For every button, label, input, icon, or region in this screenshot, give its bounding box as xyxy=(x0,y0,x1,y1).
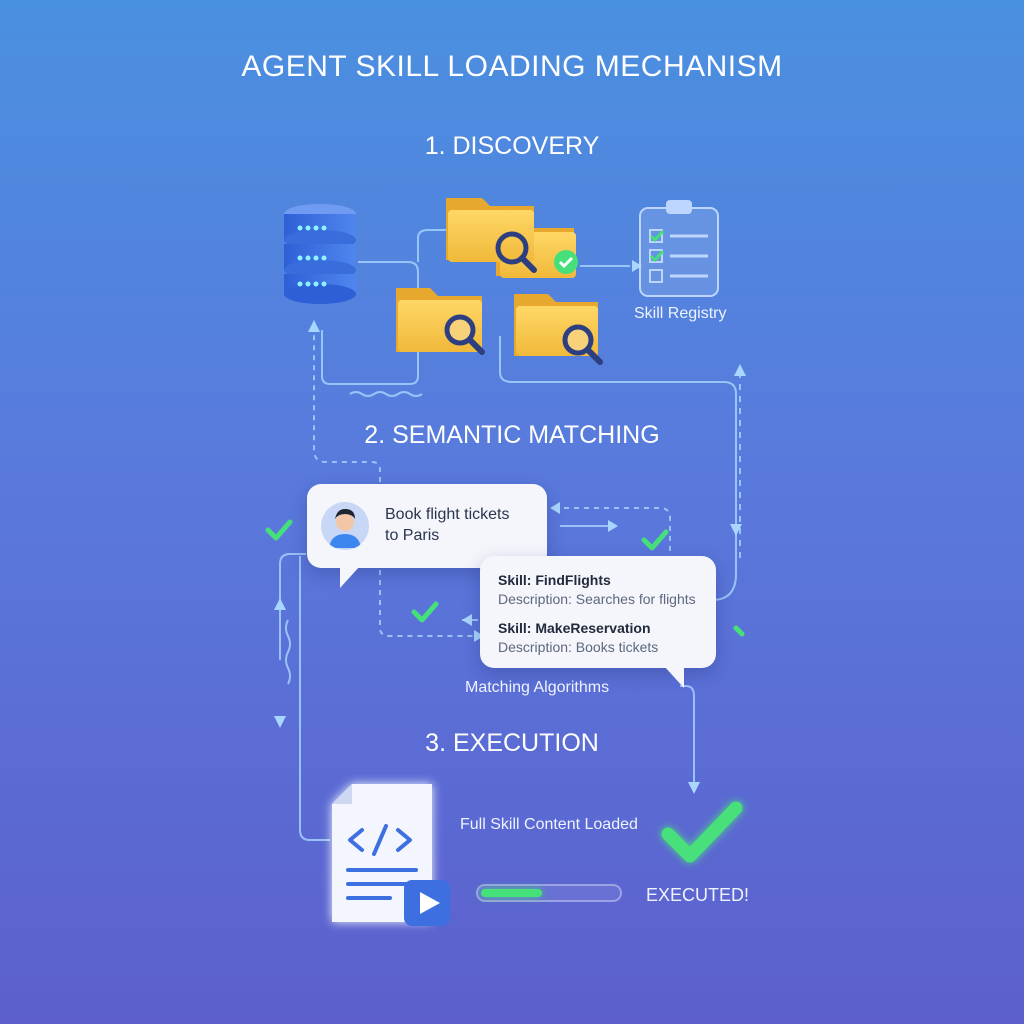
skill-registry-label: Skill Registry xyxy=(634,305,727,322)
skills-bubble-tail xyxy=(664,666,684,688)
matching-algorithms-label: Matching Algorithms xyxy=(465,679,610,696)
skill-desc-findflights: Description: Searches for flights xyxy=(498,591,696,607)
code-file-icon xyxy=(332,784,450,926)
skill-name-makereservation: Skill: MakeReservation xyxy=(498,620,651,636)
step-execution-title: 3. EXECUTION xyxy=(425,729,599,757)
skills-bubble: Skill: FindFlights Description: Searches… xyxy=(480,556,716,668)
user-request-line2: to Paris xyxy=(385,527,440,544)
database-icon xyxy=(284,204,356,304)
execution-progress-fill xyxy=(481,889,542,897)
skill-name-findflights: Skill: FindFlights xyxy=(498,572,611,588)
full-skill-loaded-label: Full Skill Content Loaded xyxy=(460,816,638,833)
play-icon xyxy=(420,892,440,914)
user-request-bubble: Book flight tickets to Paris xyxy=(307,484,547,568)
step-matching-title: 2. SEMANTIC MATCHING xyxy=(364,421,660,449)
user-request-line1: Book flight tickets xyxy=(385,506,510,523)
step-discovery-title: 1. DISCOVERY xyxy=(424,132,600,160)
clipboard-checklist-icon xyxy=(639,200,719,297)
big-check-icon xyxy=(661,801,743,863)
executed-label: EXECUTED! xyxy=(646,885,750,905)
folder-search-icon xyxy=(396,198,603,365)
user-bubble-tail xyxy=(340,566,360,588)
execution-progress-bar xyxy=(476,884,622,902)
skill-desc-makereservation: Description: Books tickets xyxy=(498,639,659,655)
user-avatar-icon xyxy=(321,502,369,550)
page-title: AGENT SKILL LOADING MECHANISM xyxy=(241,50,783,83)
